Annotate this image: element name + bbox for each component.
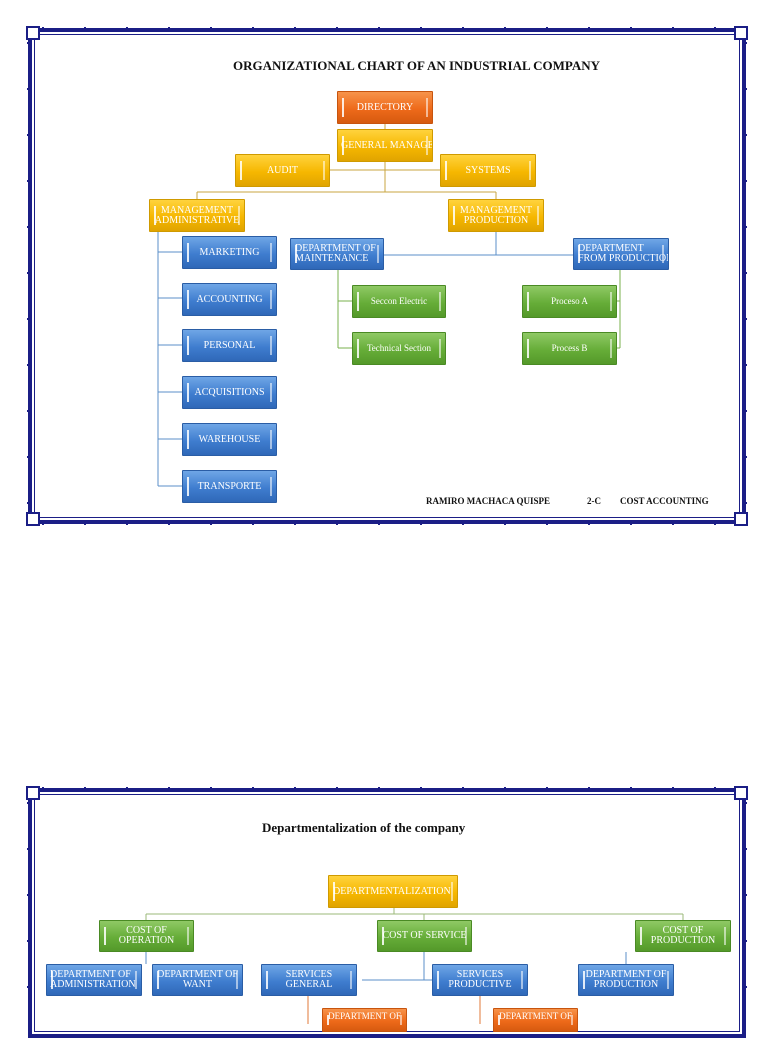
dept-orange-1-label: DEPARTMENT OF: [328, 1011, 401, 1021]
mgmt-production-line2: PRODUCTION: [463, 214, 529, 226]
acquisitions-box: ACQUISITIONS: [182, 376, 277, 409]
frame-corner: [734, 26, 748, 40]
general-manager-label: GENERAL MANAGER: [341, 139, 433, 151]
cost-service-label: COST OF SERVICE: [382, 930, 467, 941]
seccon-electric-label: Seccon Electric: [370, 296, 428, 306]
mgmt-admin-line2: ADMINISTRATIVE: [154, 214, 240, 226]
frame-ticks: [42, 27, 732, 29]
transporte-label: TRANSPORTE: [197, 480, 262, 492]
services-productive-box: SERVICES PRODUCTIVE: [432, 964, 528, 996]
departmentalization-box: DEPARTMENTALIZATION: [328, 875, 458, 908]
frame-ticks: [745, 42, 747, 510]
frame-corner: [734, 512, 748, 526]
marketing-box: MARKETING: [182, 236, 277, 269]
cost-of-operation-box: COST OF OPERATION: [99, 920, 194, 952]
process-a-box: Proceso A: [522, 285, 617, 318]
services-productive-line1: SERVICES: [456, 969, 504, 980]
org-chart-page: [26, 26, 748, 526]
dept-production-line2: FROM PRODUCTION: [578, 253, 669, 264]
technical-section-label: Technical Section: [366, 343, 432, 353]
systems-label: SYSTEMS: [465, 164, 511, 176]
frame-corner: [26, 512, 40, 526]
frame-corner: [26, 26, 40, 40]
services-general-line1: SERVICES: [285, 969, 333, 980]
footer-author: RAMIRO MACHACA QUISPE: [426, 496, 551, 506]
chart-title: Departmentalization of the company: [262, 820, 466, 835]
dept-maintenance-line1: DEPARTMENT OF: [295, 243, 376, 254]
personal-box: PERSONAL: [182, 329, 277, 362]
departmentalization-label: DEPARTMENTALIZATION: [333, 885, 451, 897]
process-a-label: Proceso A: [551, 296, 588, 306]
services-general-box: SERVICES GENERAL: [261, 964, 357, 996]
mgmt-production-line1: MANAGEMENT: [459, 204, 533, 216]
cost-of-production-box: COST OF PRODUCTION: [635, 920, 731, 952]
seccon-electric-box: Seccon Electric: [352, 285, 446, 318]
audit-box: AUDIT: [235, 154, 330, 187]
footer-group: 2-C: [587, 496, 601, 506]
process-b-box: Process B: [522, 332, 617, 365]
marketing-label: MARKETING: [199, 246, 260, 258]
acquisitions-label: ACQUISITIONS: [194, 386, 265, 398]
department-box-orange: DEPARTMENT OF: [322, 1008, 407, 1032]
process-b-label: Process B: [551, 343, 588, 353]
directory-box: DIRECTORY: [337, 91, 433, 124]
footer-course: COST ACCOUNTING: [620, 496, 709, 506]
systems-box: SYSTEMS: [440, 154, 536, 187]
frame-ticks: [42, 787, 732, 789]
frame-corner: [734, 786, 748, 800]
department-maintenance-box: DEPARTMENT OF MAINTENANCE: [290, 238, 384, 270]
technical-section-box: Technical Section: [352, 332, 446, 365]
department-production-box: DEPARTMENT OF PRODUCTION: [578, 964, 674, 996]
mgmt-admin-line1: MANAGEMENT: [160, 204, 234, 216]
cost-of-service-box: COST OF SERVICE: [377, 920, 472, 952]
cost-production-line2: PRODUCTION: [650, 935, 716, 946]
department-box-orange: DEPARTMENT OF: [493, 1008, 578, 1032]
dept-prod-line1: DEPARTMENT OF: [585, 969, 667, 980]
directory-label: DIRECTORY: [356, 101, 414, 113]
department-want-box: DEPARTMENT OF WANT: [152, 964, 243, 996]
cost-production-line1: COST OF: [662, 925, 704, 936]
department-production-box: DEPARTMENT FROM PRODUCTION: [573, 238, 669, 270]
dept-admin-line2: ADMINISTRATION: [50, 979, 136, 990]
frame-ticks: [42, 523, 732, 525]
dept-maintenance-line2: MAINTENANCE: [295, 253, 369, 264]
dept-production-line1: DEPARTMENT: [578, 243, 644, 254]
accounting-label: ACCOUNTING: [196, 293, 263, 305]
warehouse-box: WAREHOUSE: [182, 423, 277, 456]
warehouse-label: WAREHOUSE: [198, 433, 261, 445]
dept-orange-2-label: DEPARTMENT OF: [499, 1011, 572, 1021]
management-administrative-box: MANAGEMENT ADMINISTRATIVE: [149, 199, 245, 232]
dept-want-line1: DEPARTMENT OF: [157, 969, 238, 980]
services-productive-line2: PRODUCTIVE: [448, 979, 512, 990]
cost-operation-line1: COST OF: [126, 925, 167, 936]
transporte-box: TRANSPORTE: [182, 470, 277, 503]
audit-label: AUDIT: [266, 164, 299, 176]
dept-prod-line2: PRODUCTION: [593, 979, 659, 990]
accounting-box: ACCOUNTING: [182, 283, 277, 316]
frame-ticks: [27, 802, 29, 1024]
personal-label: PERSONAL: [203, 339, 256, 351]
cost-operation-line2: OPERATION: [118, 935, 175, 946]
services-general-line2: GENERAL: [285, 979, 333, 990]
dept-admin-line1: DEPARTMENT OF: [50, 969, 131, 980]
dept-want-line2: WANT: [183, 979, 212, 990]
frame-ticks: [745, 802, 747, 1024]
frame-corner: [26, 786, 40, 800]
chart-title: ORGANIZATIONAL CHART OF AN INDUSTRIAL CO…: [233, 58, 601, 73]
frame-ticks: [27, 42, 29, 510]
department-administration-box: DEPARTMENT OF ADMINISTRATION: [46, 964, 142, 996]
general-manager-box: GENERAL MANAGER: [337, 129, 433, 162]
management-production-box: MANAGEMENT PRODUCTION: [448, 199, 544, 232]
